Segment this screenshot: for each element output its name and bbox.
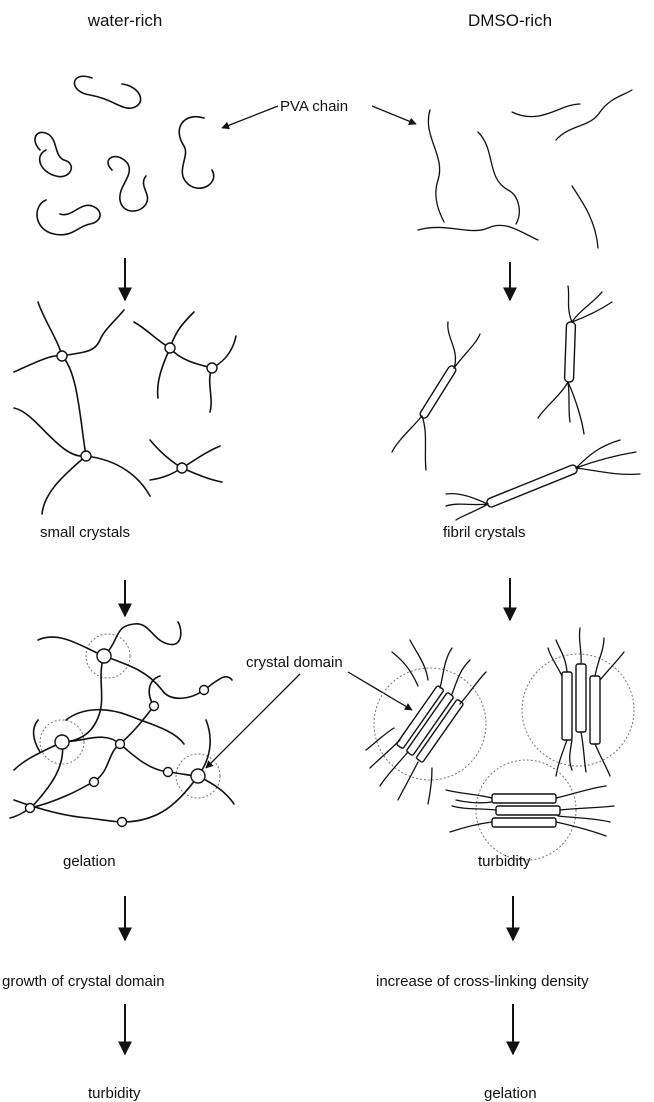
pva-chain-arrow-left: [222, 106, 278, 128]
pva-chain-label: PVA chain: [280, 98, 348, 115]
gelation-network: [10, 622, 234, 827]
pva-chain-arrow-right: [372, 106, 416, 124]
small-crystals-network: [14, 302, 236, 514]
increase-label: increase of cross-linking density: [376, 973, 589, 990]
fibril-crystals-label: fibril crystals: [443, 524, 526, 541]
crystal-domain-arrow-right: [348, 672, 412, 710]
growth-label: growth of crystal domain: [2, 973, 165, 990]
coiled-pva-chains: [35, 76, 214, 235]
fibril-bundles: [366, 628, 634, 860]
header-water-rich: water-rich: [87, 11, 163, 30]
header-dmso-rich: DMSO-rich: [468, 11, 552, 30]
fibril-crystals: [392, 286, 640, 520]
crystal-domain-arrow-left: [206, 674, 300, 768]
small-crystals-label: small crystals: [40, 524, 130, 541]
right-final-label: gelation: [484, 1085, 537, 1102]
left-gelation-label: gelation: [63, 853, 116, 870]
left-final-label: turbidity: [88, 1085, 141, 1102]
right-turbidity-label: turbidity: [478, 853, 531, 870]
crystal-domain-label: crystal domain: [246, 654, 343, 671]
extended-pva-chains: [418, 90, 632, 248]
